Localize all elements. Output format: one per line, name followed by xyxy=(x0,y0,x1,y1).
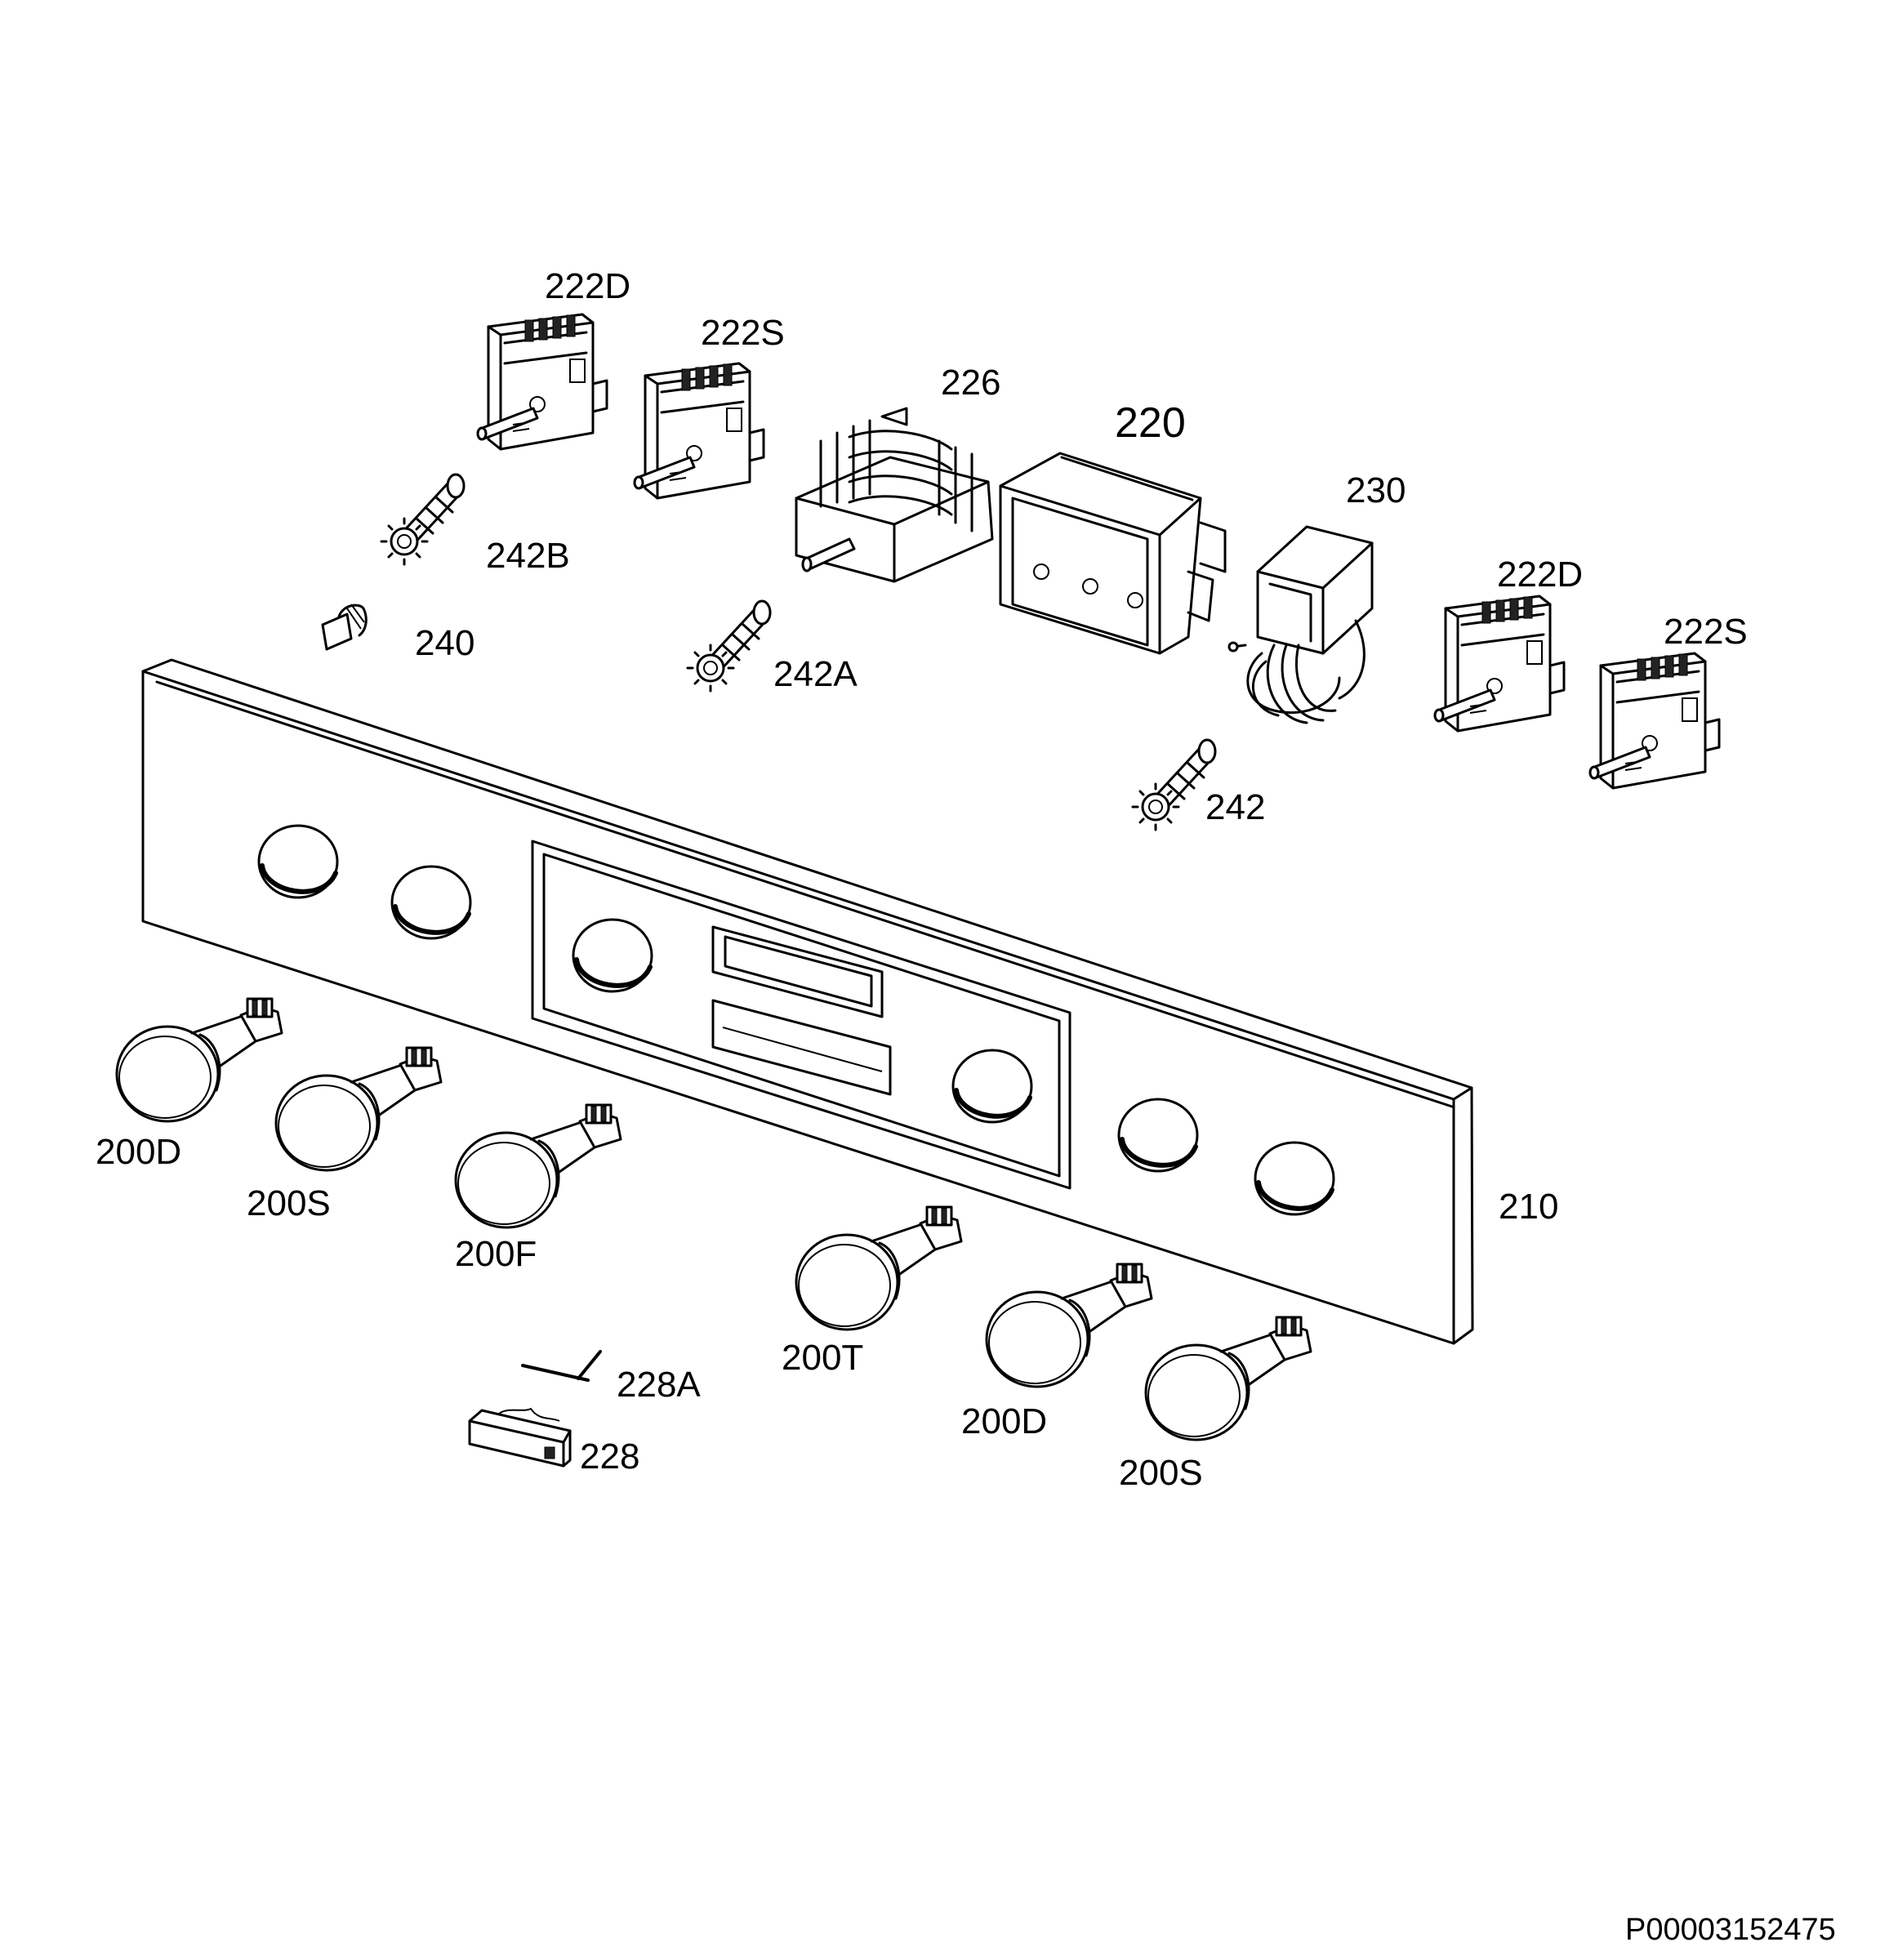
lampholder-242 xyxy=(1131,738,1217,831)
regulator-222S-left xyxy=(633,362,765,500)
label-222D-right: 222D xyxy=(1497,555,1583,595)
label-242A: 242A xyxy=(773,654,858,694)
label-200S-left: 200S xyxy=(247,1183,331,1223)
label-242: 242 xyxy=(1205,787,1265,827)
regulator-222S-right xyxy=(1588,652,1721,790)
lampholder-242B xyxy=(380,473,466,566)
label-222D-left: 222D xyxy=(545,266,630,306)
label-200T: 200T xyxy=(782,1338,863,1378)
control-panel xyxy=(141,658,1474,1345)
label-222S-left: 222S xyxy=(701,313,785,353)
label-228A: 228A xyxy=(617,1365,701,1405)
label-242B: 242B xyxy=(486,536,570,576)
label-200F: 200F xyxy=(455,1234,537,1274)
label-210: 210 xyxy=(1499,1187,1558,1227)
label-200D-right: 200D xyxy=(961,1401,1047,1441)
label-228: 228 xyxy=(580,1437,639,1477)
timer-module-220 xyxy=(999,452,1227,655)
knob-200D-left xyxy=(115,997,283,1123)
label-226: 226 xyxy=(941,363,1000,403)
lampholder-242A xyxy=(686,599,772,693)
document-id: P00003152475 xyxy=(1625,1913,1836,1947)
label-230: 230 xyxy=(1346,470,1406,510)
knob-200T xyxy=(795,1205,963,1331)
part-labels: 222D 222S 226 220 230 222D 222S 242B 240… xyxy=(96,266,1748,1493)
knob-200S-left xyxy=(274,1046,443,1172)
push-button-240 xyxy=(321,604,368,651)
light-strip-228 xyxy=(468,1407,572,1468)
knob-200F xyxy=(454,1103,622,1229)
label-200S-right: 200S xyxy=(1119,1453,1203,1493)
selector-switch-226 xyxy=(795,407,994,583)
label-222S-right: 222S xyxy=(1664,612,1748,652)
label-240: 240 xyxy=(415,623,474,663)
knob-200D-right xyxy=(985,1263,1153,1388)
regulator-222D-left xyxy=(476,313,608,451)
knob-200S-right xyxy=(1144,1316,1312,1441)
label-200D-left: 200D xyxy=(96,1132,181,1172)
label-220: 220 xyxy=(1115,399,1186,447)
thermostat-230 xyxy=(1227,525,1374,724)
regulator-222D-right xyxy=(1433,595,1566,733)
rod-228A xyxy=(521,1350,602,1382)
